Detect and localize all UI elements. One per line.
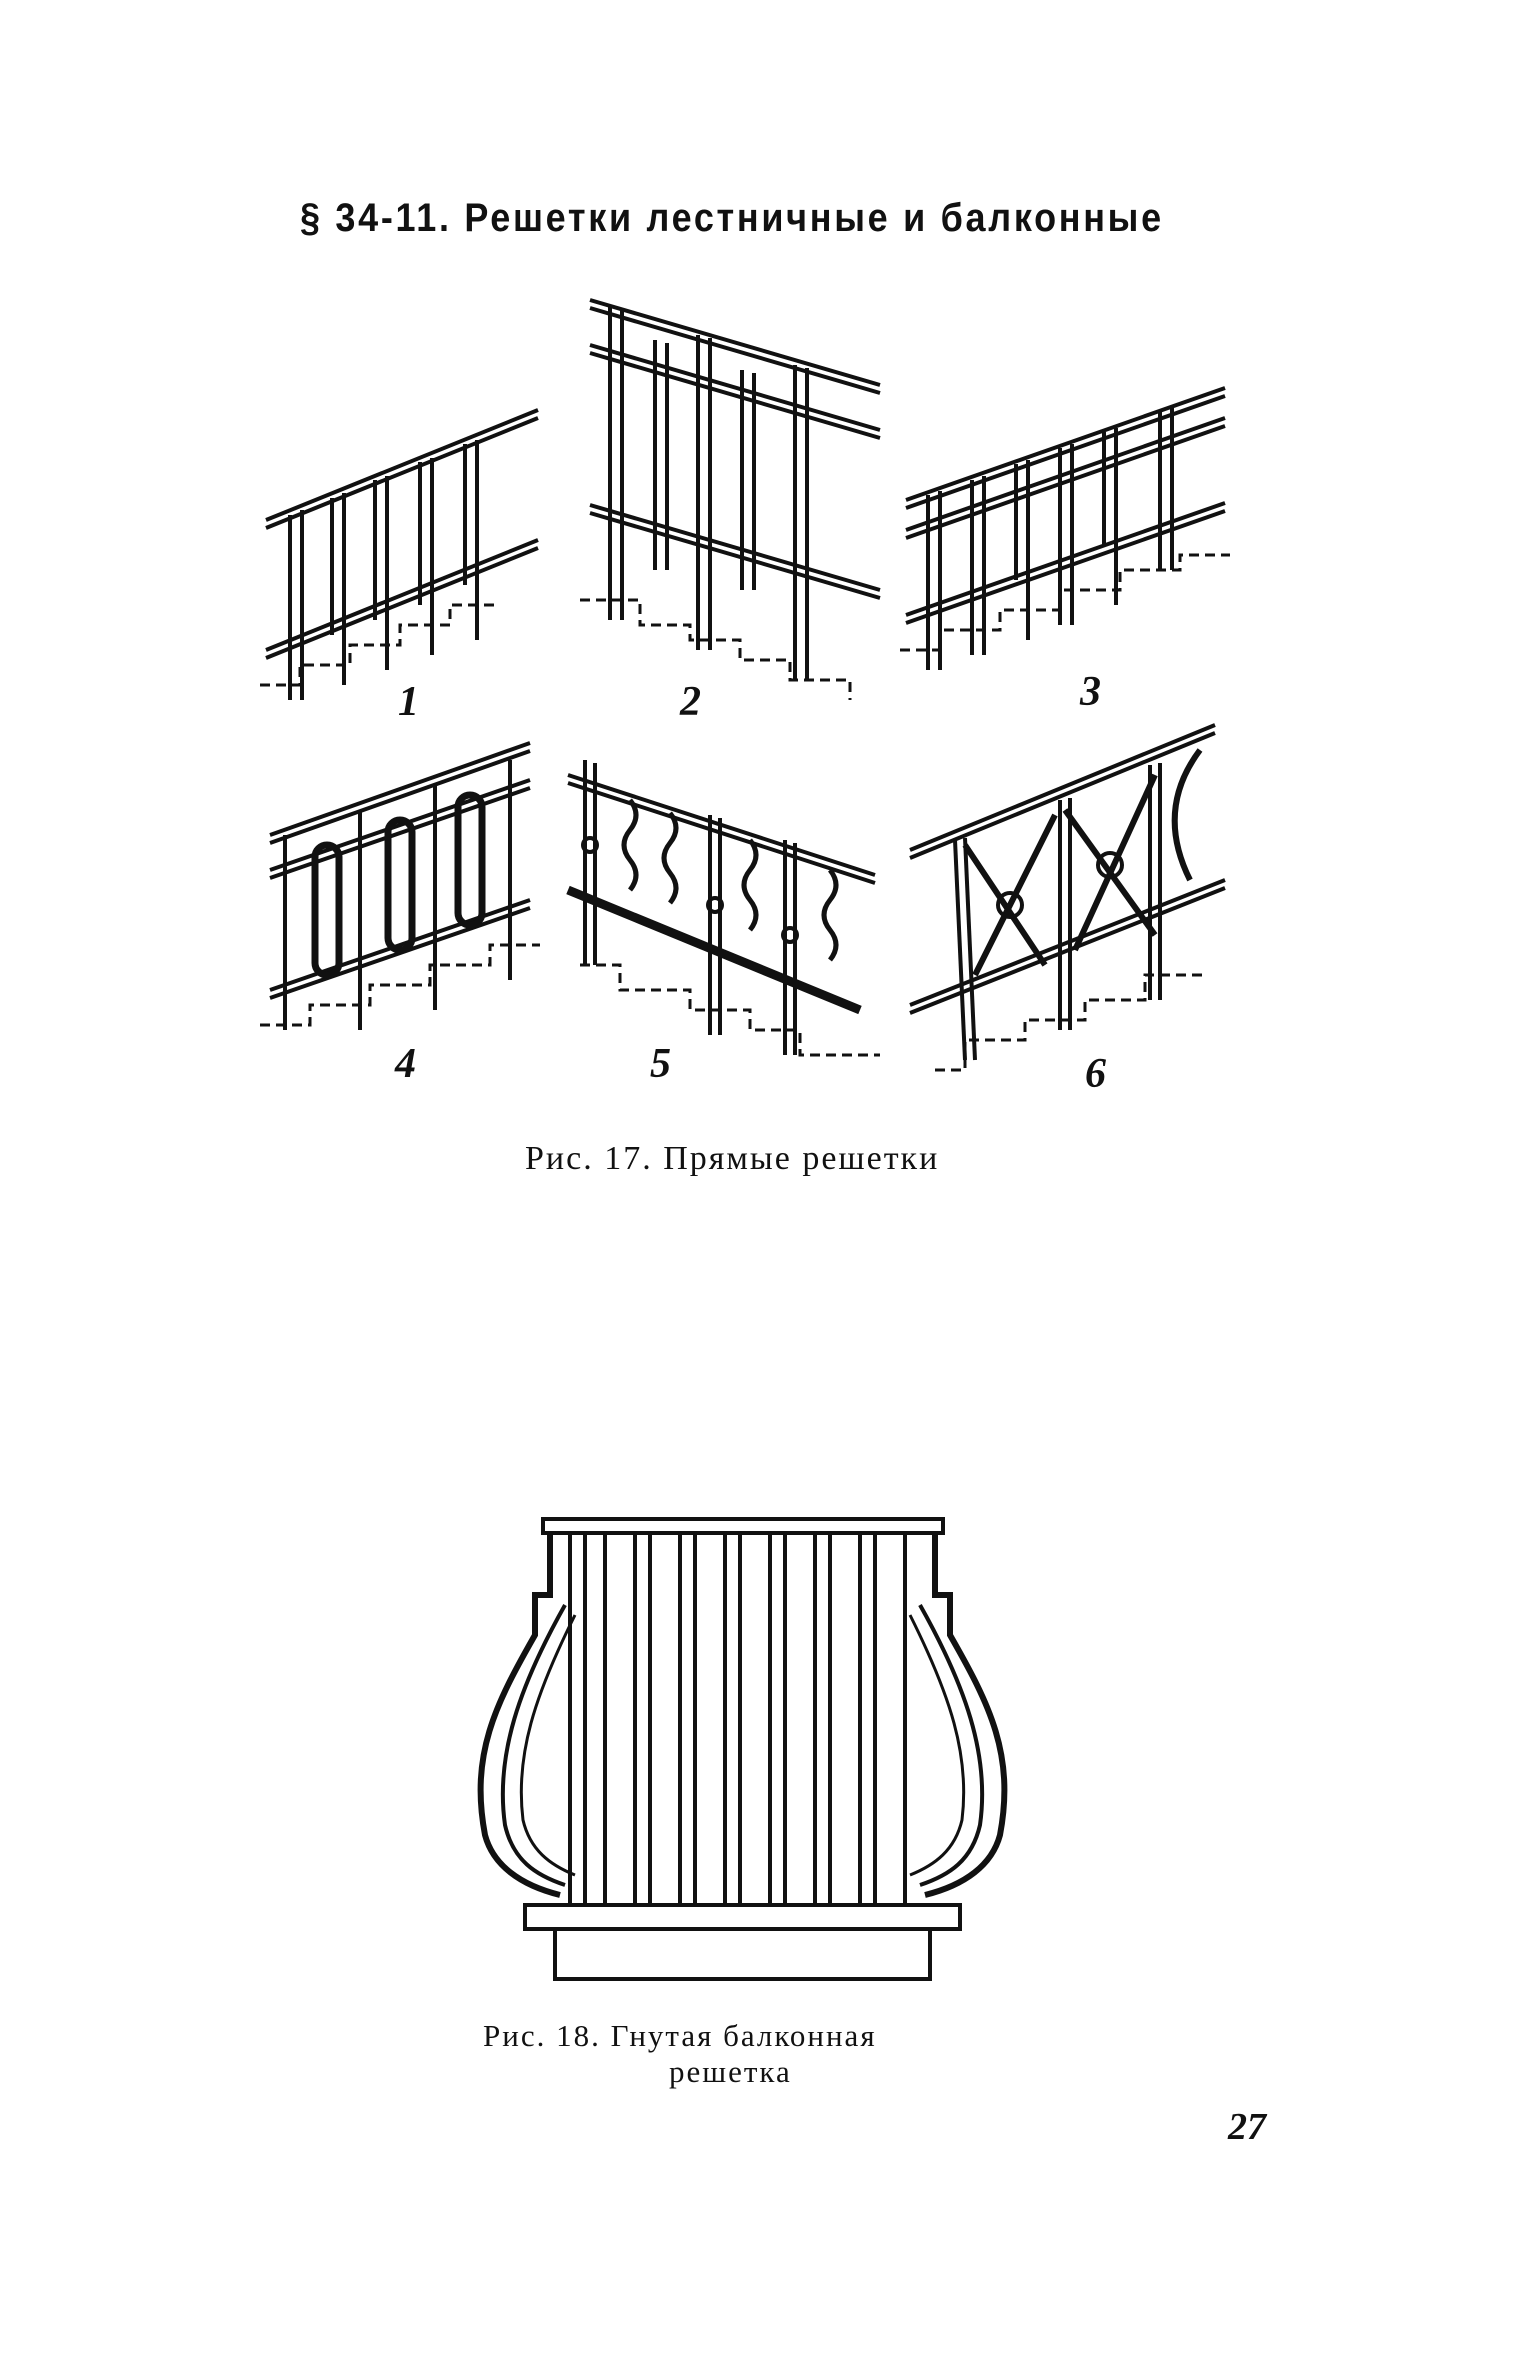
page-number: 27 xyxy=(1228,2106,1266,2148)
figure-panel-number: 4 xyxy=(395,1041,416,1087)
figure-panel-number: 6 xyxy=(1085,1051,1106,1097)
double-rail-railing-drawing-icon xyxy=(900,386,1230,670)
figure-18-caption-line-1: Рис. 18. Гнутая балконная xyxy=(483,2018,877,2053)
figure-panel-number: 5 xyxy=(650,1041,671,1087)
straight-bar-railing-drawing-icon xyxy=(260,408,539,700)
curved-balcony-railing-drawing-icon xyxy=(477,1517,1008,1981)
section-heading: § 34-11. Решетки лестничные и балконные xyxy=(300,196,1164,240)
figure-18-caption: Рис. 18. Гнутая балконная решетка xyxy=(483,2018,1003,2090)
figure-18-caption-line-2: решетка xyxy=(669,2054,792,2089)
figure-panel-number: 1 xyxy=(398,679,419,725)
figure-17-caption: Рис. 17. Прямые решетки xyxy=(525,1140,940,1177)
cross-bar-railing-drawing-icon xyxy=(909,723,1226,1072)
loop-railing-drawing-icon xyxy=(260,741,540,1030)
figure-panel-number: 3 xyxy=(1080,669,1101,715)
figure-panel-number: 2 xyxy=(680,679,701,725)
wavy-bar-railing-drawing-icon xyxy=(566,760,880,1057)
tall-bar-railing-drawing-icon xyxy=(580,298,881,700)
